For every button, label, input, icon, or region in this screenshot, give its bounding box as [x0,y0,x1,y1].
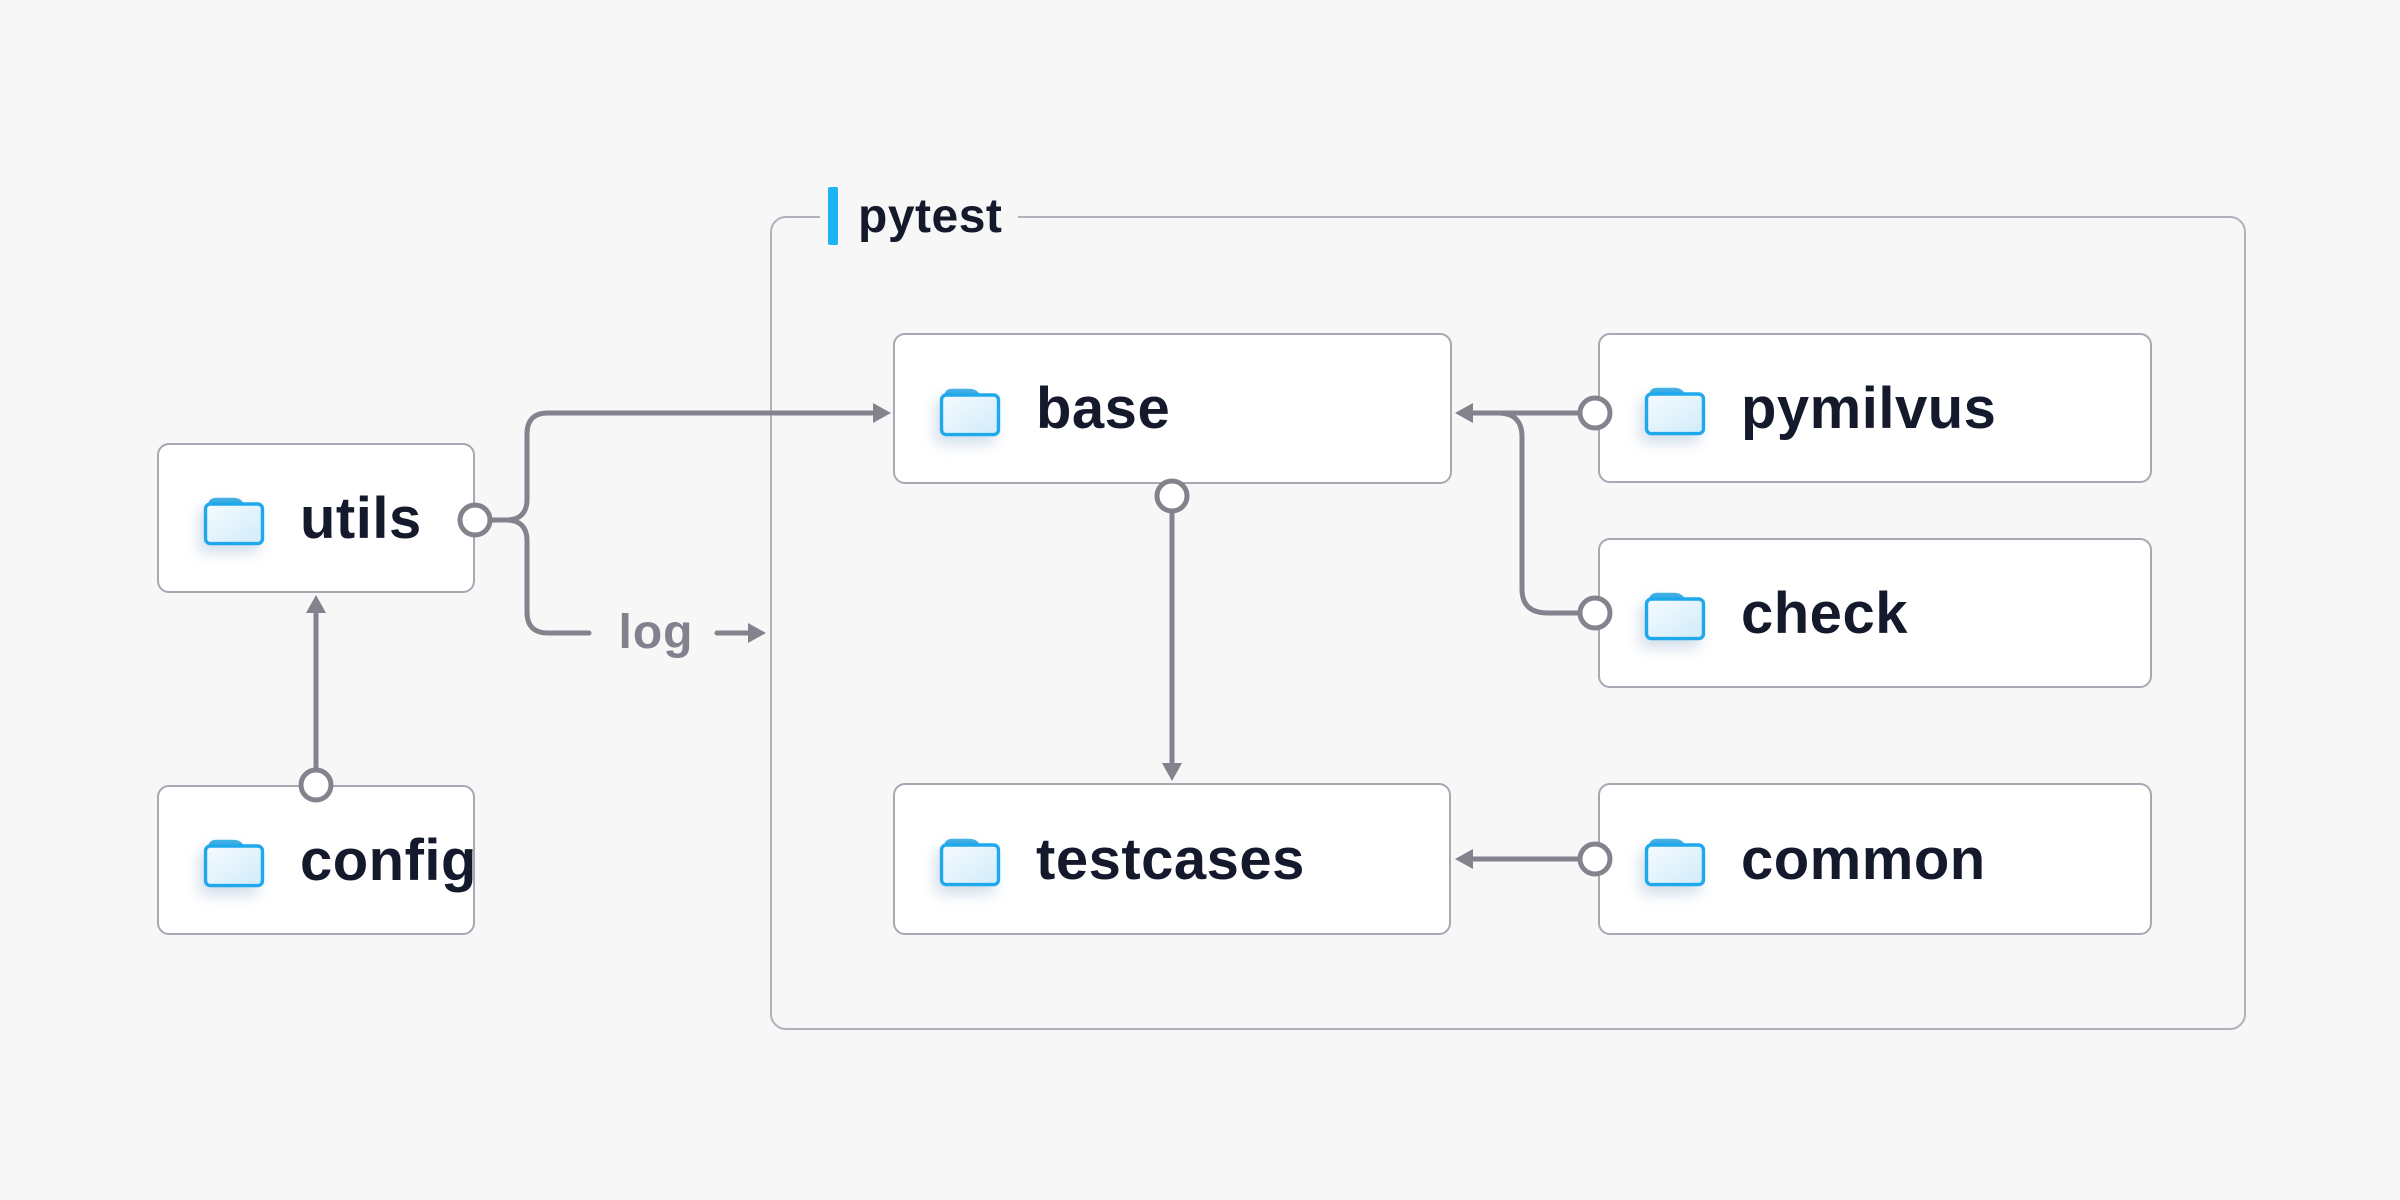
node-base: base [893,333,1452,484]
pytest-group-label: pytest [820,185,1019,247]
folder-icon [1644,592,1706,641]
node-common: common [1598,783,2152,935]
node-label: testcases [1036,826,1305,892]
node-label: config [300,827,477,893]
node-config: config [157,785,477,935]
node-label: utils [300,485,422,551]
edge-label-log: log [618,606,694,659]
arrowhead-log [748,623,766,643]
node-label: common [1741,826,1986,892]
pytest-group-container [770,216,2246,1030]
node-pymilvus: pymilvus [1598,333,2152,483]
accent-bar [828,187,838,245]
folder-icon [203,497,265,546]
edge-utils-log [503,517,592,636]
node-label: base [1036,376,1171,441]
node-testcases: testcases [893,783,1451,935]
folder-icon [939,388,1001,436]
node-check: check [1598,538,2152,688]
pytest-group-title: pytest [858,189,1003,243]
folder-icon [939,838,1001,887]
folder-icon [1644,838,1706,887]
node-label: check [1741,580,1908,646]
folder-icon [203,839,265,888]
node-utils: utils [157,443,475,593]
node-label: pymilvus [1741,375,1997,441]
arrowhead-config-utils [306,595,326,613]
folder-icon [1644,387,1706,436]
